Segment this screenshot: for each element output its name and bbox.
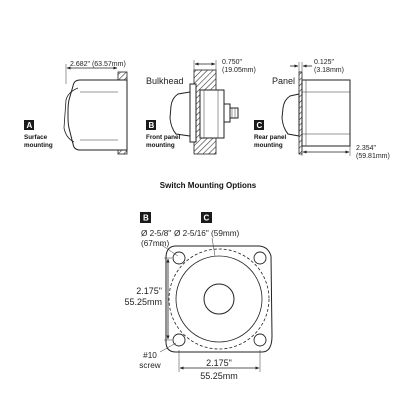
view-b-front-panel-mounting: Bulkhead 0.750" (19.05mm) B Front panel … [146, 59, 256, 155]
switch-body-c [301, 79, 351, 147]
panel-label: Panel [272, 76, 295, 86]
knob-cap-a [63, 87, 79, 143]
screw-hole-tl [172, 251, 186, 265]
stud-b [229, 107, 239, 119]
hole-b-line2: (67mm) [141, 239, 169, 248]
badge-front-b [140, 212, 151, 223]
caption-b-line1: Front panel [146, 134, 181, 141]
width-line1: 2.175" [206, 358, 232, 368]
badge-c [254, 120, 264, 130]
screw-line1: #10 [143, 351, 157, 360]
leader-b [159, 243, 179, 257]
hole-c-text: Ø 2-5/16" (59mm) [174, 229, 240, 238]
bulkhead-label: Bulkhead [146, 76, 184, 86]
height-line1: 2.175" [136, 286, 162, 296]
leader-screw [159, 342, 177, 353]
screw-line2: screw [139, 361, 160, 370]
switch-body-a [67, 79, 128, 151]
badge-front-c [201, 212, 212, 223]
knob-c [281, 93, 300, 137]
dimension-c-bottom-line2: (59.81mm) [356, 153, 390, 160]
dimension-a-text: 2.682" (63.57mm) [70, 61, 126, 68]
caption-a-line2: mounting [24, 142, 53, 149]
figure-title: Switch Mounting Options [160, 181, 257, 190]
rear-housing-b [199, 89, 225, 139]
front-view-cutout: B C Ø 2-5/8" (67mm) Ø 2-5/16" (59mm) 2.1… [120, 212, 273, 381]
width-line2: 55.25mm [200, 371, 238, 381]
badge-front-c-label: C [204, 214, 210, 223]
flange-b [189, 83, 197, 143]
leader-c [211, 237, 216, 257]
caption-c-line1: Rear panel [254, 134, 286, 141]
height-line2: 55.25mm [124, 297, 162, 307]
dimension-b-line1: 0.750" [222, 59, 243, 66]
dimension-c-top-line2: (3.18mm) [314, 67, 344, 74]
screw-hole-tr [253, 251, 267, 265]
screw-hole-br [253, 333, 267, 347]
center-bore [203, 283, 235, 315]
view-c-rear-panel-mounting: Panel 0.125" (3.18mm) 2.354" (59.81mm) C… [254, 59, 390, 160]
screw-hole-bl [172, 333, 186, 347]
hole-b-line1: Ø 2-5/8" [141, 229, 171, 238]
badge-front-b-label: B [143, 214, 149, 223]
caption-b-line2: mounting [146, 142, 175, 149]
knob-b [169, 91, 191, 137]
dimension-b-line2: (19.05mm) [222, 67, 256, 74]
badge-a-label: A [27, 121, 33, 130]
dimension-c-top-line1: 0.125" [314, 59, 335, 66]
badge-c-label: C [257, 121, 263, 130]
badge-a [24, 120, 34, 130]
badge-b-label: B [149, 121, 155, 130]
dimension-c-bottom-line1: 2.354" [356, 145, 377, 152]
caption-c-line2: mounting [254, 142, 283, 149]
badge-b [146, 120, 156, 130]
caption-a-line1: Surface [24, 134, 48, 141]
mounting-plate [165, 245, 273, 353]
nut-b [223, 103, 231, 123]
hole-c-circle [175, 255, 263, 343]
view-a-surface-mounting: 2.682" (63.57mm) A Surface mounting [24, 61, 128, 155]
